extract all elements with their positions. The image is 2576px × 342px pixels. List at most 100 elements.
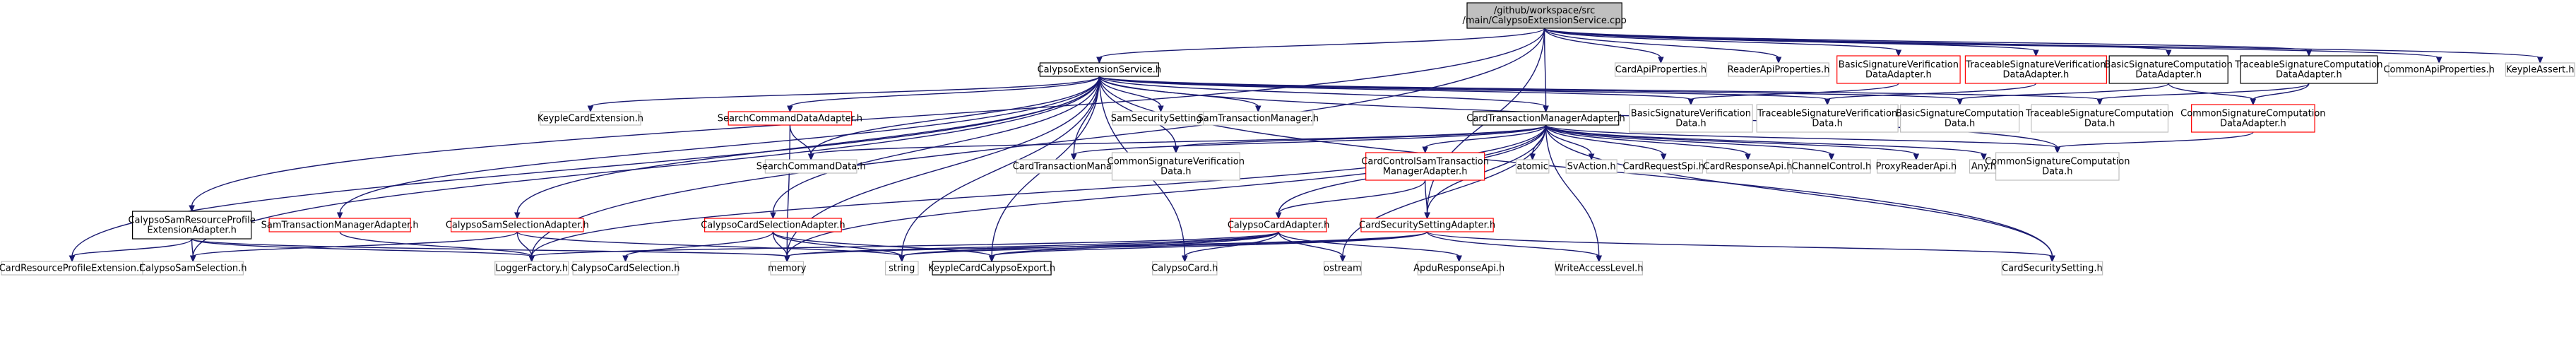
edge-sam_tx_manager_adapter-to-logger_factory: [339, 231, 533, 257]
node-label: DataAdapter.h: [2276, 70, 2342, 81]
edge-card_selection_adapter-to-memory: [772, 231, 788, 257]
node-calypso-card-adapter[interactable]: CalypsoCardAdapter.h: [1228, 218, 1330, 232]
node-sam-resource-profile[interactable]: CalypsoSamResourceProfileExtensionAdapte…: [128, 211, 256, 240]
node-root[interactable]: /github/workspace/src/main/CalypsoExtens…: [1462, 2, 1627, 29]
node-sv-action[interactable]: SvAction.h: [1565, 159, 1618, 174]
node-label: BasicSignatureVerification: [1839, 60, 1959, 71]
edge-arrowhead: [1456, 255, 1462, 263]
node-sam-security-setting[interactable]: SamSecuritySetting.h: [1111, 111, 1211, 126]
node-proxy-reader-api[interactable]: ProxyReaderApi.h: [1875, 159, 1957, 174]
node-label: ProxyReaderApi.h: [1875, 162, 1957, 172]
node-box: [1624, 159, 1703, 174]
node-card-api-props[interactable]: CardApiProperties.h: [1614, 62, 1707, 77]
edge-calypso_ext_h-to-string: [901, 76, 1100, 257]
node-card-response-api[interactable]: CardResponseApi.h: [1704, 159, 1793, 174]
node-sam-tx-manager[interactable]: SamTransactionManager.h: [1198, 111, 1319, 126]
node-keyple-card-ext[interactable]: KeypleCardExtension.h: [538, 111, 643, 126]
node-search-cmd-data[interactable]: SearchCommandData.h: [756, 159, 866, 174]
node-common-api-props[interactable]: CommonApiProperties.h: [2383, 62, 2495, 77]
node-box: [1756, 104, 1899, 133]
node-box: [2388, 62, 2490, 77]
node-label: ChannelControl.h: [1792, 162, 1872, 172]
edge-arrowhead: [898, 255, 906, 263]
node-box: [728, 111, 853, 126]
node-box: [1323, 261, 1362, 276]
node-box: [1629, 104, 1753, 133]
node-card-security-setting[interactable]: CardSecuritySetting.h: [2001, 261, 2103, 276]
node-traceable-sig-comp-adapter[interactable]: TraceableSignatureComputationDataAdapter…: [2234, 55, 2382, 84]
node-box: [1365, 152, 1485, 181]
node-reader-api-props[interactable]: ReaderApiProperties.h: [1728, 62, 1830, 77]
node-calypso-sam-selection[interactable]: CalypsoSamSelection.h: [139, 261, 247, 276]
node-atomic[interactable]: atomic: [1515, 159, 1550, 174]
node-card-control-sam-adapter[interactable]: CardControlSamTransactionManagerAdapter.…: [1361, 152, 1489, 181]
node-ostream[interactable]: ostream: [1323, 261, 1362, 276]
edges-layer: [69, 28, 2544, 263]
edge-arrowhead: [988, 255, 995, 263]
node-label: KeypleCardExtension.h: [538, 114, 643, 124]
edge-card_tx_manager_adapter-to-write_access_level: [1545, 124, 1600, 257]
node-apdu-response-api[interactable]: ApduResponseApi.h: [1413, 261, 1504, 276]
node-label: CalypsoSamSelectionAdapter.h: [446, 220, 589, 231]
node-channel-control[interactable]: ChannelControl.h: [1792, 159, 1872, 174]
node-card-tx-manager-adapter[interactable]: CardTransactionManagerAdapter.h: [1466, 111, 1625, 126]
node-label: Data.h: [1675, 119, 1706, 129]
node-traceable-sig-verif-adapter[interactable]: TraceableSignatureVerificationDataAdapte…: [1964, 55, 2108, 84]
edge-calypso_card_adapter-to-apdu_response_api: [1278, 231, 1460, 257]
node-label: string: [889, 264, 915, 274]
edge-arrowhead: [787, 105, 793, 113]
node-keyple-card-calypso-export[interactable]: KeypleCardCalypsoExport.h: [928, 261, 1055, 276]
node-search-cmd-adapter[interactable]: SearchCommandDataAdapter.h: [718, 111, 862, 126]
edge-traceable_sig_comp_adapter-to-common_sig_comp_adapter: [2252, 83, 2310, 100]
node-keyple-assert[interactable]: KeypleAssert.h: [2505, 62, 2575, 77]
node-card-resource-profile-ext[interactable]: CardResourceProfileExtension.h: [0, 261, 145, 276]
edge-card_tx_manager_adapter-to-card_tx_manager: [1073, 124, 1547, 155]
edge-calypso_card_adapter-to-calypso_card: [1184, 231, 1279, 257]
node-label: CommonSignatureComputation: [2180, 109, 2325, 119]
nodes-layer: /github/workspace/src/main/CalypsoExtens…: [0, 2, 2575, 276]
node-calypso-card[interactable]: CalypsoCard.h: [1151, 261, 1218, 276]
node-string[interactable]: string: [884, 261, 919, 276]
node-box: [1877, 159, 1956, 174]
edge-arrowhead: [2250, 98, 2257, 106]
node-label: DataAdapter.h: [2003, 70, 2070, 81]
edge-calypso_card_adapter-to-ostream: [1278, 231, 1343, 257]
edge-arrowhead: [1255, 105, 1262, 113]
node-label: CardControlSamTransaction: [1361, 157, 1489, 167]
edge-arrowhead: [1658, 57, 1664, 64]
node-logger-factory[interactable]: LoggerFactory.h: [494, 261, 569, 276]
node-sam-tx-manager-adapter[interactable]: SamTransactionManagerAdapter.h: [261, 218, 419, 232]
node-box: [268, 218, 411, 232]
node-label: CommonSignatureVerification: [1108, 157, 1245, 167]
node-box: [1472, 111, 1620, 126]
node-write-access-level[interactable]: WriteAccessLevel.h: [1555, 261, 1644, 276]
edge-calypso_ext_h-to-sam_tx_manager_adapter: [339, 76, 1100, 214]
node-label: Data.h: [1812, 119, 1842, 129]
edge-traceable_sig_comp_adapter-to-traceable_sig_comp_data: [2099, 83, 2310, 100]
node-box: [1899, 104, 2020, 133]
node-card-security-setting-adapter[interactable]: CardSecuritySettingAdapter.h: [1359, 218, 1495, 232]
node-sam-selection-adapter[interactable]: CalypsoSamSelectionAdapter.h: [446, 218, 589, 232]
node-label: CalypsoSamResourceProfile: [128, 216, 255, 226]
edge-card_selection_adapter-to-string: [772, 231, 903, 257]
node-card-selection-adapter[interactable]: CalypsoCardSelectionAdapter.h: [701, 218, 845, 232]
node-card-request-spi[interactable]: CardRequestSpi.h: [1622, 159, 1704, 174]
node-box: [1203, 111, 1314, 126]
node-label: /github/workspace/src: [1494, 6, 1595, 16]
node-memory[interactable]: memory: [768, 261, 807, 276]
node-calypso-card-selection[interactable]: CalypsoCardSelection.h: [571, 261, 680, 276]
node-calypso-ext-h[interactable]: CalypsoExtensionService.h: [1038, 62, 1162, 77]
node-box: [1515, 159, 1550, 174]
node-label: BasicSignatureComputation: [1896, 109, 2024, 119]
